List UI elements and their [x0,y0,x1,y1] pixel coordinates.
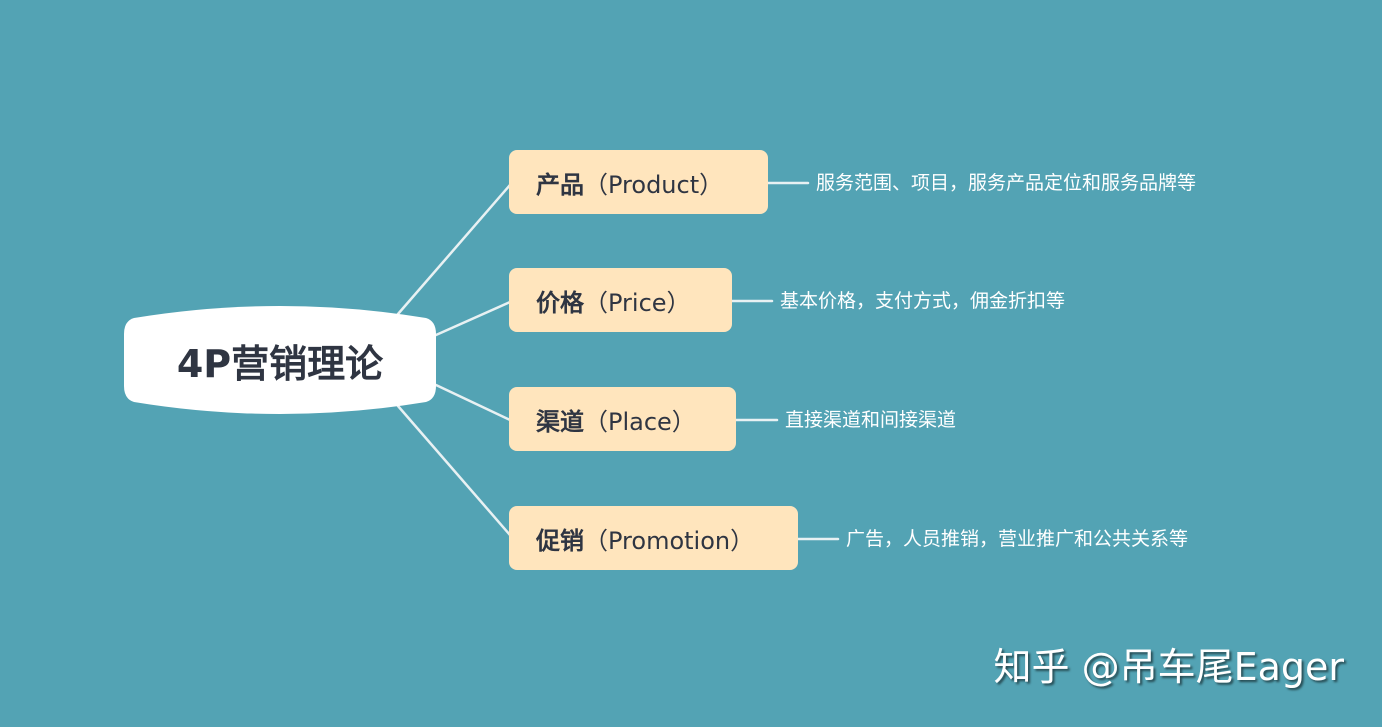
branch-price-title: 价格 [536,288,584,317]
branch-place-title: 渠道 [536,407,584,436]
leaf-product-detail: 服务范围、项目，服务产品定位和服务品牌等 [816,172,1197,194]
leaf-promotion-detail: 广告，人员推销，营业推广和公共关系等 [846,528,1189,550]
leaf-price-detail: 基本价格，支付方式，佣金折扣等 [780,290,1066,312]
branch-promotion-subtitle: （Promotion） [584,526,755,555]
connector-root-promotion [396,404,512,537]
branch-promotion[interactable]: 促销（Promotion） [509,506,798,570]
connector-root-price [434,300,512,337]
watermark: 知乎 @吊车尾Eager [993,645,1345,689]
branch-product-title: 产品 [536,170,584,199]
root-node[interactable]: 4P营销理论 [124,304,436,416]
branch-promotion-title: 促销 [536,526,584,555]
leaf-place-detail: 直接渠道和间接渠道 [785,409,957,431]
branch-product[interactable]: 产品（Product） [509,150,768,214]
root-title: 4P营销理论 [176,341,384,386]
branch-place-subtitle: （Place） [584,407,696,436]
branch-place[interactable]: 渠道（Place） [509,387,736,451]
connector-root-product [396,183,512,316]
branch-price[interactable]: 价格（Price） [509,268,732,332]
branch-product-subtitle: （Product） [584,170,724,199]
branch-price-subtitle: （Price） [584,288,691,317]
connector-root-place [434,383,512,422]
root-node-shape [124,306,436,414]
